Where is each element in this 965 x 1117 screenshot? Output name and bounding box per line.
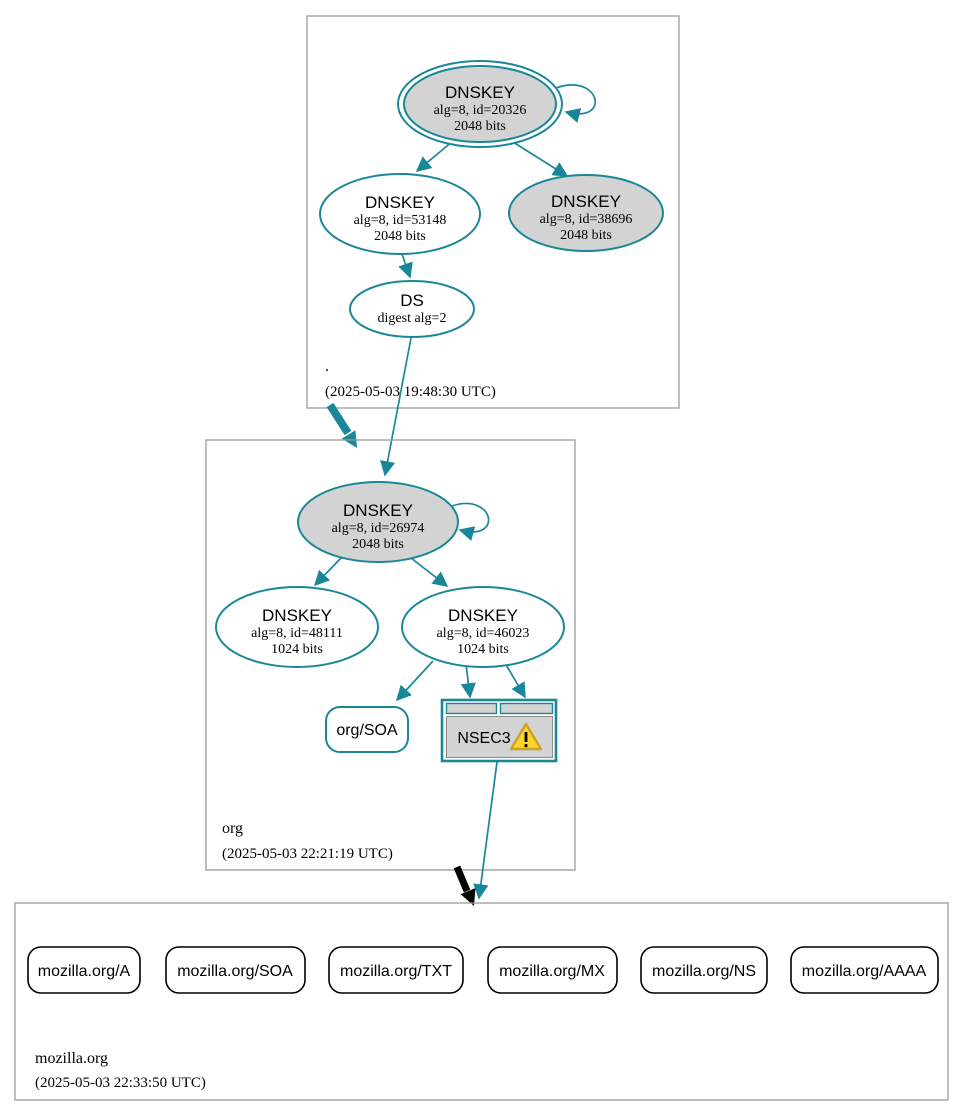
rrset-node-mozilla-a[interactable]: mozilla.org/A xyxy=(27,946,141,994)
dnskey-alg-label: alg=8, id=20326 xyxy=(434,103,527,118)
dnskey-type-label: DNSKEY xyxy=(262,606,332,625)
org-zone-label: org xyxy=(222,820,243,837)
rrsig-edge-ksk-to-sep xyxy=(512,141,569,177)
dnskey-alg-label: alg=8, id=46023 xyxy=(437,626,530,641)
dnskey-alg-label: alg=8, id=26974 xyxy=(332,521,425,536)
rrset-label: mozilla.org/AAAA xyxy=(802,963,927,980)
rrset-node-org-soa[interactable]: org/SOA xyxy=(325,706,409,753)
rrsig-edge-ksk-to-zsk xyxy=(415,140,454,172)
dnskey-alg-label: alg=8, id=48111 xyxy=(251,626,343,641)
rrset-label: mozilla.org/SOA xyxy=(177,963,293,980)
nsec3-to-zone-edge xyxy=(473,761,498,900)
dnskey-ellipse xyxy=(401,586,565,668)
mozilla-zone-box xyxy=(14,902,949,1101)
rrset-node-mozilla-aaaa[interactable]: mozilla.org/AAAA xyxy=(790,946,939,994)
dnskey-node-20326[interactable]: DNSKEY alg=8, id=20326 2048 bits xyxy=(397,60,563,148)
root-zone-label: . xyxy=(325,358,329,375)
nsec3-rrsig-cell-1 xyxy=(445,702,498,715)
dnskey-type-label: DNSKEY xyxy=(448,606,518,625)
root-zone-box xyxy=(306,15,680,409)
nsec3-label: NSEC3 xyxy=(457,730,510,747)
dnskey-bits-label: 2048 bits xyxy=(374,229,426,244)
rrset-rect xyxy=(325,706,409,753)
org-zone-box xyxy=(205,439,576,871)
rrset-rect xyxy=(487,946,618,994)
warning-icon xyxy=(509,722,543,751)
nsec3-rrsig-cell-2 xyxy=(499,702,554,715)
rrset-rect xyxy=(27,946,141,994)
root-zone-timestamp: (2025-05-03 19:48:30 UTC) xyxy=(325,384,496,400)
rrset-label: org/SOA xyxy=(336,722,398,739)
rrsig-edge-ksk-to-zsk1 xyxy=(313,557,342,587)
ds-to-dnskey-edge xyxy=(380,337,412,477)
rrset-rect xyxy=(640,946,768,994)
ds-digest-label: digest alg=2 xyxy=(378,311,447,326)
rrsig-edge-to-nsec3-1 xyxy=(460,663,476,699)
dnskey-node-38696[interactable]: DNSKEY alg=8, id=38696 2048 bits xyxy=(508,174,664,252)
ds-ellipse xyxy=(349,280,475,338)
secure-delegation-arrow xyxy=(326,402,357,448)
dnskey-type-label: DNSKEY xyxy=(365,193,435,212)
dnskey-type-label: DNSKEY xyxy=(343,501,413,520)
dnskey-bits-label: 2048 bits xyxy=(454,119,506,134)
rrset-node-mozilla-mx[interactable]: mozilla.org/MX xyxy=(487,946,618,994)
rrset-node-mozilla-ns[interactable]: mozilla.org/NS xyxy=(640,946,768,994)
mozilla-zone-label: mozilla.org xyxy=(35,1050,108,1067)
mozilla-zone-timestamp: (2025-05-03 22:33:50 UTC) xyxy=(35,1075,206,1091)
rrset-rect xyxy=(328,946,464,994)
rrsig-self-loop-org-ksk xyxy=(451,502,490,541)
rrset-node-mozilla-txt[interactable]: mozilla.org/TXT xyxy=(328,946,464,994)
dnskey-alg-label: alg=8, id=38696 xyxy=(540,212,633,227)
rrsig-edge-ksk-to-zsk2 xyxy=(410,557,449,587)
rrsig-edge-to-nsec3-2 xyxy=(504,662,526,699)
dnskey-ellipse xyxy=(508,174,664,252)
rrset-rect xyxy=(790,946,939,994)
rrsig-self-loop-root-ksk xyxy=(555,84,597,123)
rrset-label: mozilla.org/A xyxy=(38,963,131,980)
rrset-rect xyxy=(165,946,306,994)
dnskey-type-label: DNSKEY xyxy=(551,192,621,211)
dnskey-inner-ring xyxy=(403,65,557,143)
dnskey-bits-label: 1024 bits xyxy=(271,642,323,657)
dnskey-node-26974[interactable]: DNSKEY alg=8, id=26974 2048 bits xyxy=(297,481,459,563)
dnskey-bits-label: 2048 bits xyxy=(560,228,612,243)
insecure-delegation-arrow xyxy=(453,865,476,906)
rrset-label: mozilla.org/TXT xyxy=(340,963,452,980)
dnskey-node-48111[interactable]: DNSKEY alg=8, id=48111 1024 bits xyxy=(215,586,379,668)
zone-root: DNSKEY alg=8, id=20326 2048 bits DNSKEY … xyxy=(306,15,680,409)
dnskey-type-label: DNSKEY xyxy=(445,83,515,102)
dnskey-ellipse xyxy=(215,586,379,668)
org-zone-timestamp: (2025-05-03 22:21:19 UTC) xyxy=(222,846,393,862)
dnskey-bits-label: 2048 bits xyxy=(352,537,404,552)
dnskey-node-53148[interactable]: DNSKEY alg=8, id=53148 2048 bits xyxy=(319,173,481,255)
rrsig-edge-to-soa xyxy=(395,660,434,702)
zone-org: DNSKEY alg=8, id=26974 2048 bits DNSKEY … xyxy=(205,439,576,871)
dnskey-node-46023[interactable]: DNSKEY alg=8, id=46023 1024 bits xyxy=(401,586,565,668)
dnskey-alg-label: alg=8, id=53148 xyxy=(354,213,447,228)
ds-node[interactable]: DS digest alg=2 xyxy=(349,280,475,338)
rrset-node-mozilla-soa[interactable]: mozilla.org/SOA xyxy=(165,946,306,994)
rrset-label: mozilla.org/MX xyxy=(499,963,605,980)
zone-mozilla-org: mozilla.org/A mozilla.org/SOA mozilla.or… xyxy=(14,902,949,1101)
dnskey-ellipse xyxy=(297,481,459,563)
nsec3-node[interactable]: NSEC3 xyxy=(440,698,558,763)
ds-type-label: DS xyxy=(400,291,424,310)
dnskey-ellipse xyxy=(319,173,481,255)
dnskey-bits-label: 1024 bits xyxy=(457,642,509,657)
edge-zsk-to-ds xyxy=(398,253,413,279)
rrset-label: mozilla.org/NS xyxy=(652,963,756,980)
